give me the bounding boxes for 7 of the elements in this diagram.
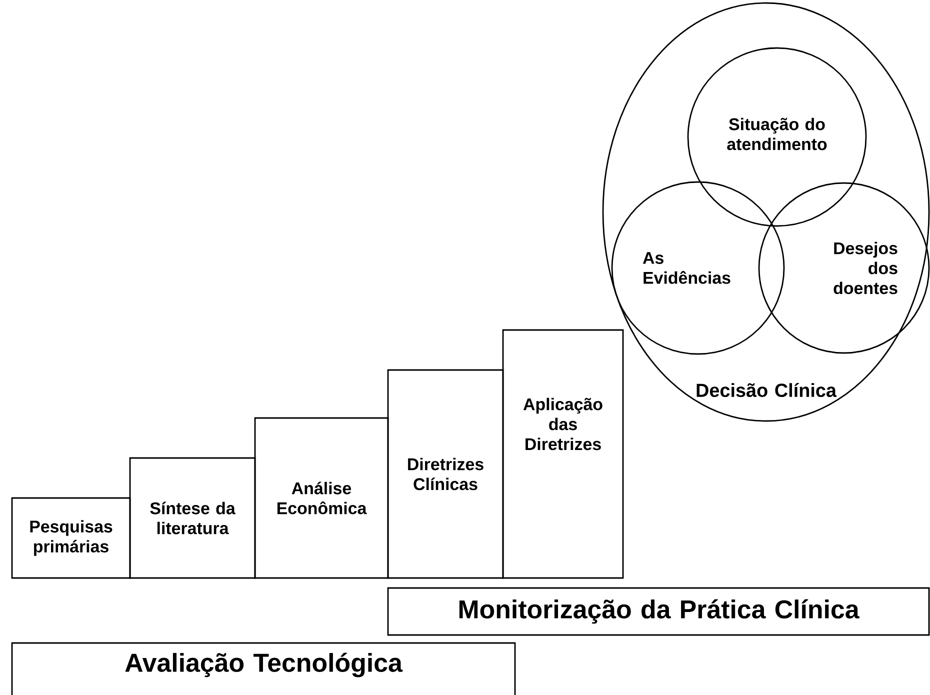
step-box: Avaliação Tecnológica	[11, 642, 516, 695]
step-box: Análise Econômica	[254, 417, 389, 579]
step-box: Aplicação das Diretrizes	[502, 329, 624, 579]
step-box: Pesquisas primárias	[11, 497, 131, 579]
step-box: Síntese da literatura	[129, 457, 256, 579]
step-box: Monitorização da Prática Clínica	[387, 587, 930, 636]
step-box: Diretrizes Clínicas	[387, 369, 504, 579]
